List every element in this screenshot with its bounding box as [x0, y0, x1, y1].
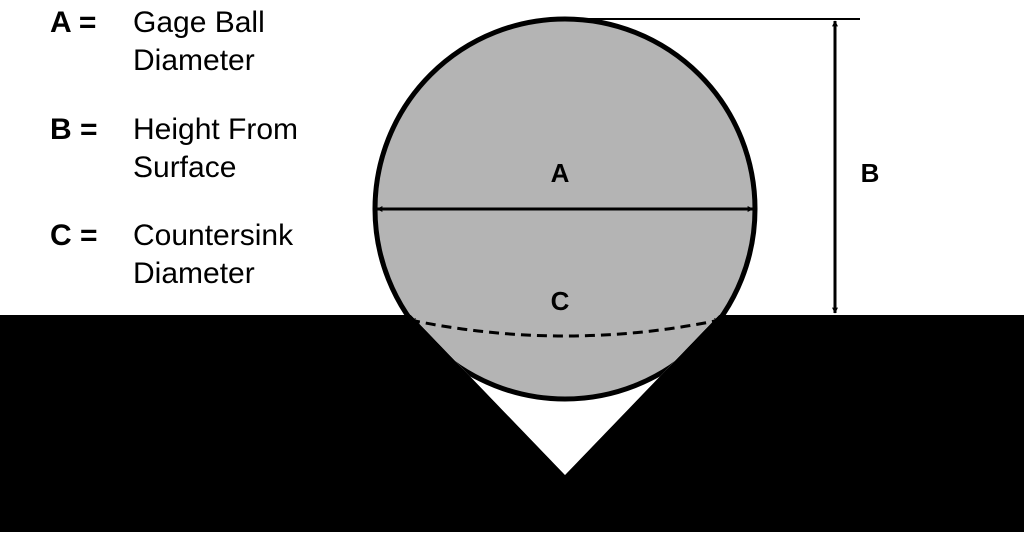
- legend-desc-c: Countersink Diameter: [133, 217, 293, 293]
- legend-key-b: B =: [50, 113, 98, 146]
- legend-key-a: A =: [50, 6, 97, 39]
- label-a: A: [551, 158, 570, 188]
- legend-entry-c: C = Countersink Diameter: [0, 217, 360, 297]
- legend-entry-b: B = Height From Surface: [0, 111, 360, 191]
- legend-desc-c-line1: Countersink: [133, 219, 294, 252]
- legend-desc-b-line2: Surface: [133, 151, 237, 184]
- legend-key-c: C =: [50, 219, 98, 252]
- legend-desc-b: Height From Surface: [133, 111, 298, 187]
- surface-overlay: [0, 315, 1024, 532]
- legend-desc-a-line1: Gage Ball: [133, 6, 265, 39]
- label-b: B: [861, 158, 880, 188]
- gage-ball-lower: [411, 315, 719, 402]
- legend-desc-c-line2: Diameter: [133, 257, 255, 290]
- legend-desc-b-line1: Height From: [133, 113, 299, 146]
- dimension-c-arrow: [409, 318, 721, 338]
- legend-desc-a-line2: Diameter: [133, 44, 255, 77]
- label-c: C: [551, 286, 570, 316]
- legend-entry-a: A = Gage Ball Diameter: [0, 4, 360, 84]
- legend-desc-a: Gage Ball Diameter: [133, 4, 265, 80]
